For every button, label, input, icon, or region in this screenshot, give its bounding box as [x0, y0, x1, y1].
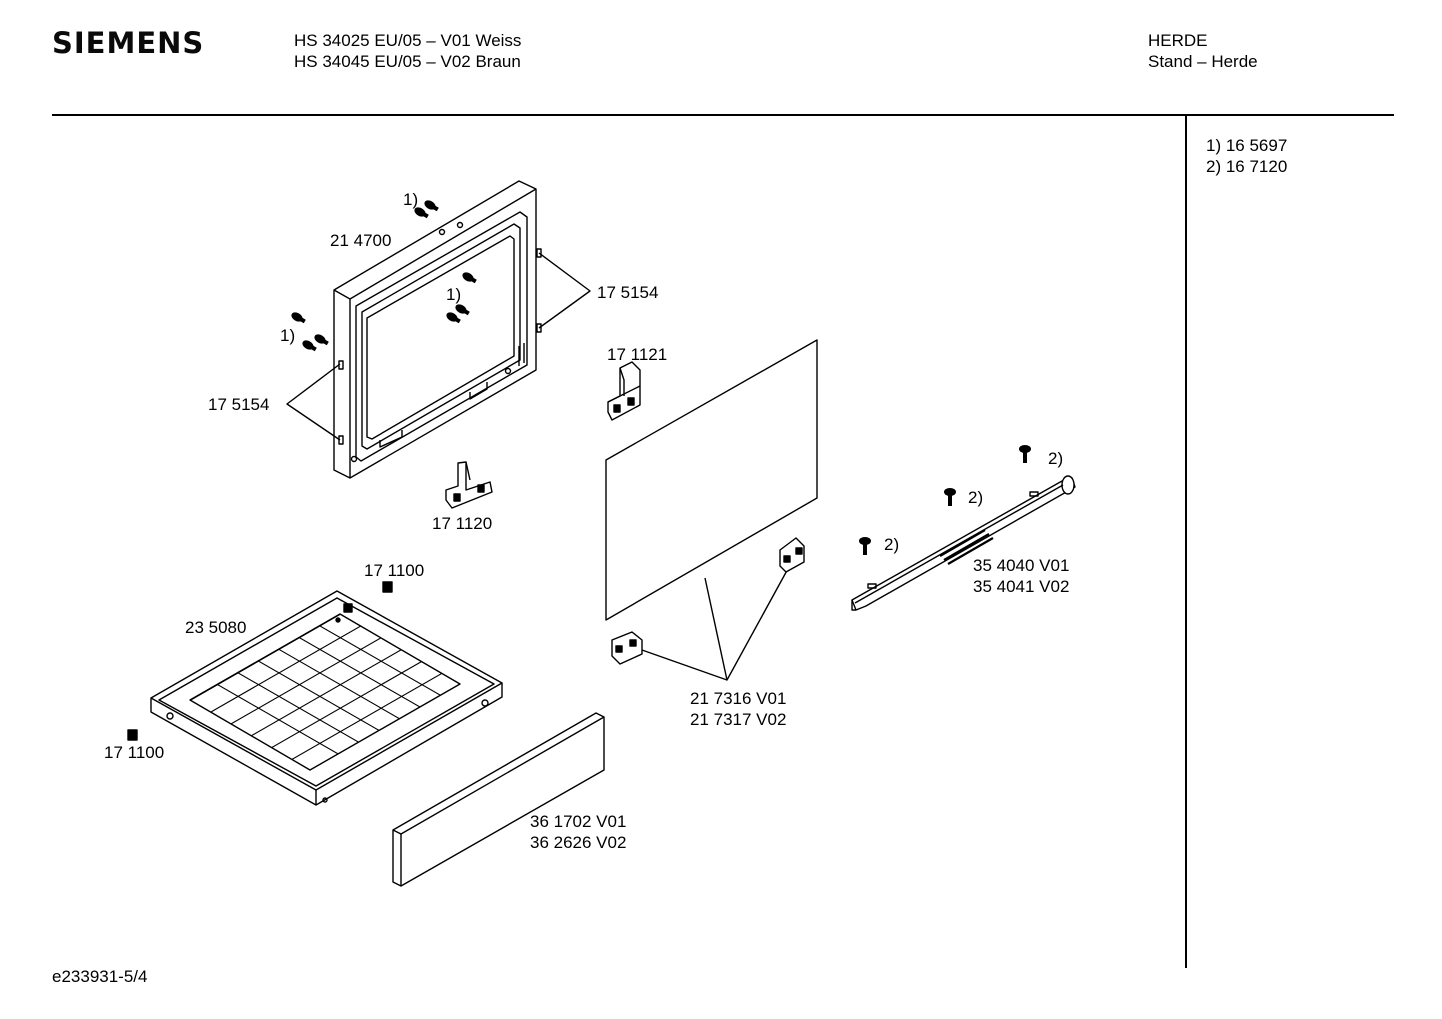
screw-1-group	[291, 200, 477, 352]
baking-tray	[150, 590, 503, 806]
label-drawer-b: 36 2626 V02	[530, 833, 626, 852]
callout-screw1-c: 1)	[280, 326, 295, 345]
label-drawer-a: 36 1702 V01	[530, 812, 626, 831]
door-handle	[851, 475, 1076, 611]
label-handle-b: 35 4041 V02	[973, 577, 1069, 596]
callout-screw1-b: 1)	[446, 285, 461, 304]
label-panel-a: 21 7316 V01	[690, 689, 786, 708]
leader-hinge-left	[286, 363, 341, 441]
label-foot-left: 17 1100	[104, 743, 164, 762]
callout-screw2-a: 2)	[1048, 449, 1063, 468]
door-frame	[333, 180, 542, 479]
model-line-1: HS 34025 EU/05 – V01 Weiss	[294, 31, 522, 50]
clip-lower	[445, 461, 493, 509]
category-title: HERDE	[1148, 31, 1208, 50]
clip-upper	[607, 361, 641, 421]
callout-screw1-a: 1)	[403, 190, 418, 209]
drawer-front	[392, 712, 605, 887]
leader-hinge-right	[538, 252, 591, 329]
callout-screw2-c: 2)	[884, 535, 899, 554]
glass-panel	[605, 339, 818, 681]
label-hinge-right: 17 5154	[597, 283, 658, 302]
brand-logo: SIEMENS	[52, 26, 205, 60]
foot-left	[127, 729, 138, 741]
model-line-2: HS 34045 EU/05 – V02 Braun	[294, 52, 521, 71]
foot-top	[382, 581, 393, 593]
notes-divider	[1185, 116, 1187, 968]
label-clip-lower: 17 1120	[432, 514, 492, 533]
note-screw-1: 1) 16 5697	[1206, 136, 1288, 155]
callout-screw2-b: 2)	[968, 488, 983, 507]
note-screw-2: 2) 16 7120	[1206, 157, 1288, 176]
category-subtitle: Stand – Herde	[1148, 52, 1258, 71]
screw-2-group	[859, 445, 1031, 555]
label-handle-a: 35 4040 V01	[973, 556, 1069, 575]
panel-clip-left	[611, 631, 643, 665]
panel-clip-right	[779, 537, 805, 573]
label-hinge-left: 17 5154	[208, 395, 269, 414]
label-panel-b: 21 7317 V02	[690, 710, 786, 729]
header-divider	[52, 114, 1394, 116]
label-foot-top: 17 1100	[364, 561, 424, 580]
label-tray: 23 5080	[185, 618, 246, 637]
label-clip-upper: 17 1121	[607, 345, 667, 364]
document-id: e233931-5/4	[52, 967, 148, 986]
label-frame: 21 4700	[330, 231, 391, 250]
